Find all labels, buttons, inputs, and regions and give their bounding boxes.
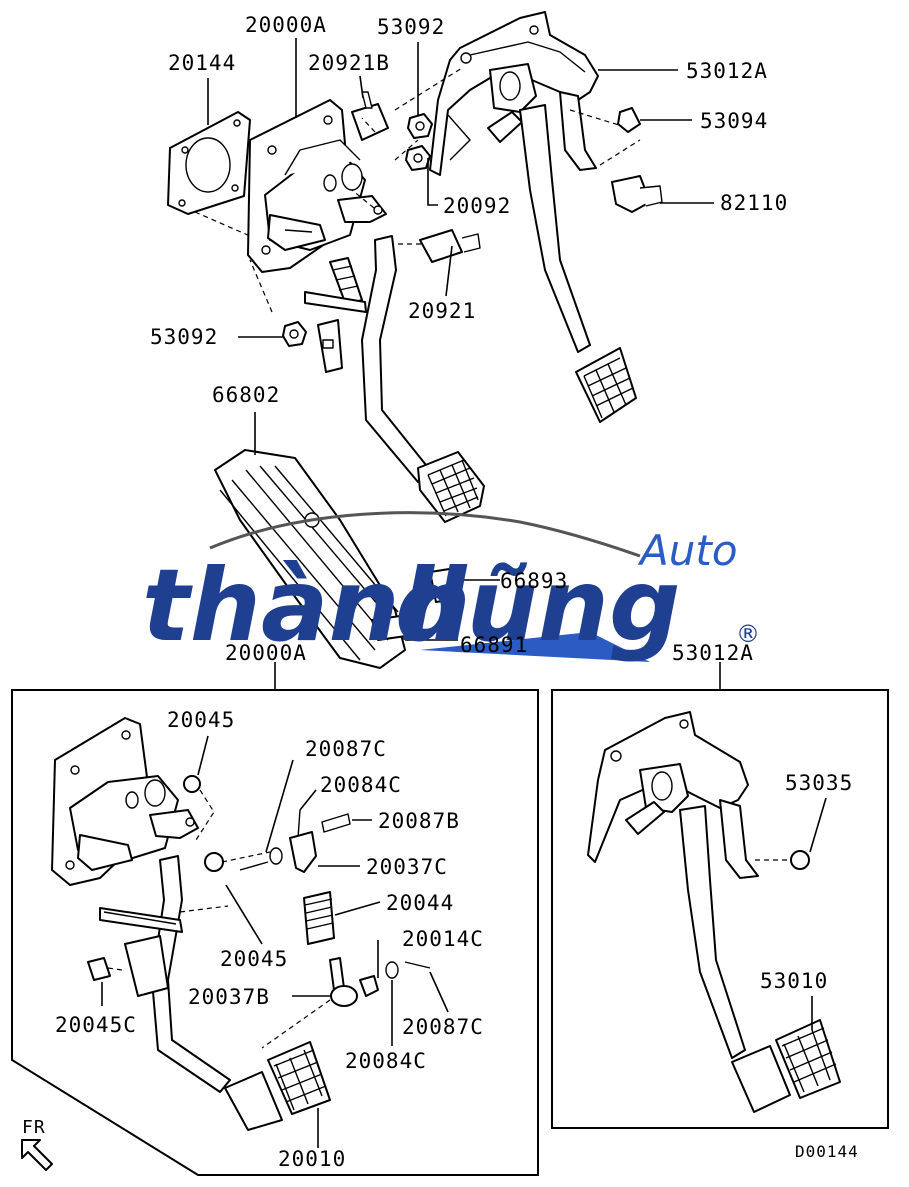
watermark-brand-part2: dũng: [395, 547, 681, 664]
label-20045-b: 20045: [220, 947, 288, 971]
label-20084C-a: 20084C: [320, 773, 402, 797]
gasket-part: [167, 111, 251, 215]
clutch-spring-part: [304, 257, 367, 373]
label-20000A-box: 20000A: [225, 641, 307, 665]
label-53092-top: 53092: [377, 15, 445, 39]
label-20092: 20092: [443, 194, 511, 218]
bracket-plate-part: [247, 99, 387, 273]
label-20010: 20010: [278, 1147, 346, 1171]
hardware-top: [282, 91, 663, 347]
label-53035: 53035: [785, 771, 853, 795]
brake-pedal-part: [519, 104, 637, 423]
label-20921B: 20921B: [308, 51, 390, 75]
label-20037B: 20037B: [188, 985, 270, 1009]
label-20014C: 20014C: [402, 927, 484, 951]
watermark-brand-sub: Auto: [637, 526, 738, 575]
label-53094: 53094: [700, 109, 768, 133]
label-20000A-top: 20000A: [245, 13, 327, 37]
label-66893: 66893: [500, 569, 568, 593]
label-20037C: 20037C: [366, 855, 448, 879]
label-82110: 82110: [720, 191, 788, 215]
detail-box-left: [11, 662, 539, 1176]
label-53092-left: 53092: [150, 325, 218, 349]
label-20087C-b: 20087C: [402, 1015, 484, 1039]
watermark-logo: thành dũng Auto ®: [142, 511, 760, 664]
clutch-pedal-part: [361, 235, 485, 523]
watermark-brand-part1: thành: [142, 547, 471, 664]
label-20045C: 20045C: [55, 1013, 137, 1037]
label-53012A-top: 53012A: [686, 59, 768, 83]
label-66802: 66802: [212, 383, 280, 407]
detail-box-right: [551, 662, 889, 1129]
direction-label: FR: [22, 1117, 46, 1138]
leader-lines-top: [207, 38, 714, 641]
watermark-registered: ®: [736, 620, 760, 648]
label-20045-a: 20045: [167, 708, 235, 732]
label-20084C-b: 20084C: [345, 1049, 427, 1073]
label-53012A-box: 53012A: [672, 641, 754, 665]
brake-bracket-part: [429, 11, 599, 176]
guide-lines-top: [194, 67, 641, 313]
label-53010: 53010: [760, 969, 828, 993]
diagram-code: D00144: [795, 1142, 859, 1161]
label-20087B: 20087B: [378, 809, 460, 833]
label-20921: 20921: [408, 299, 476, 323]
label-20144: 20144: [168, 51, 236, 75]
label-20044: 20044: [386, 891, 454, 915]
front-direction-arrow-icon: [21, 1139, 53, 1171]
part-labels: 20144 20000A 53092 20921B 53012A 53094 2…: [22, 13, 859, 1171]
label-66891: 66891: [460, 633, 528, 657]
label-20087C-a: 20087C: [305, 737, 387, 761]
